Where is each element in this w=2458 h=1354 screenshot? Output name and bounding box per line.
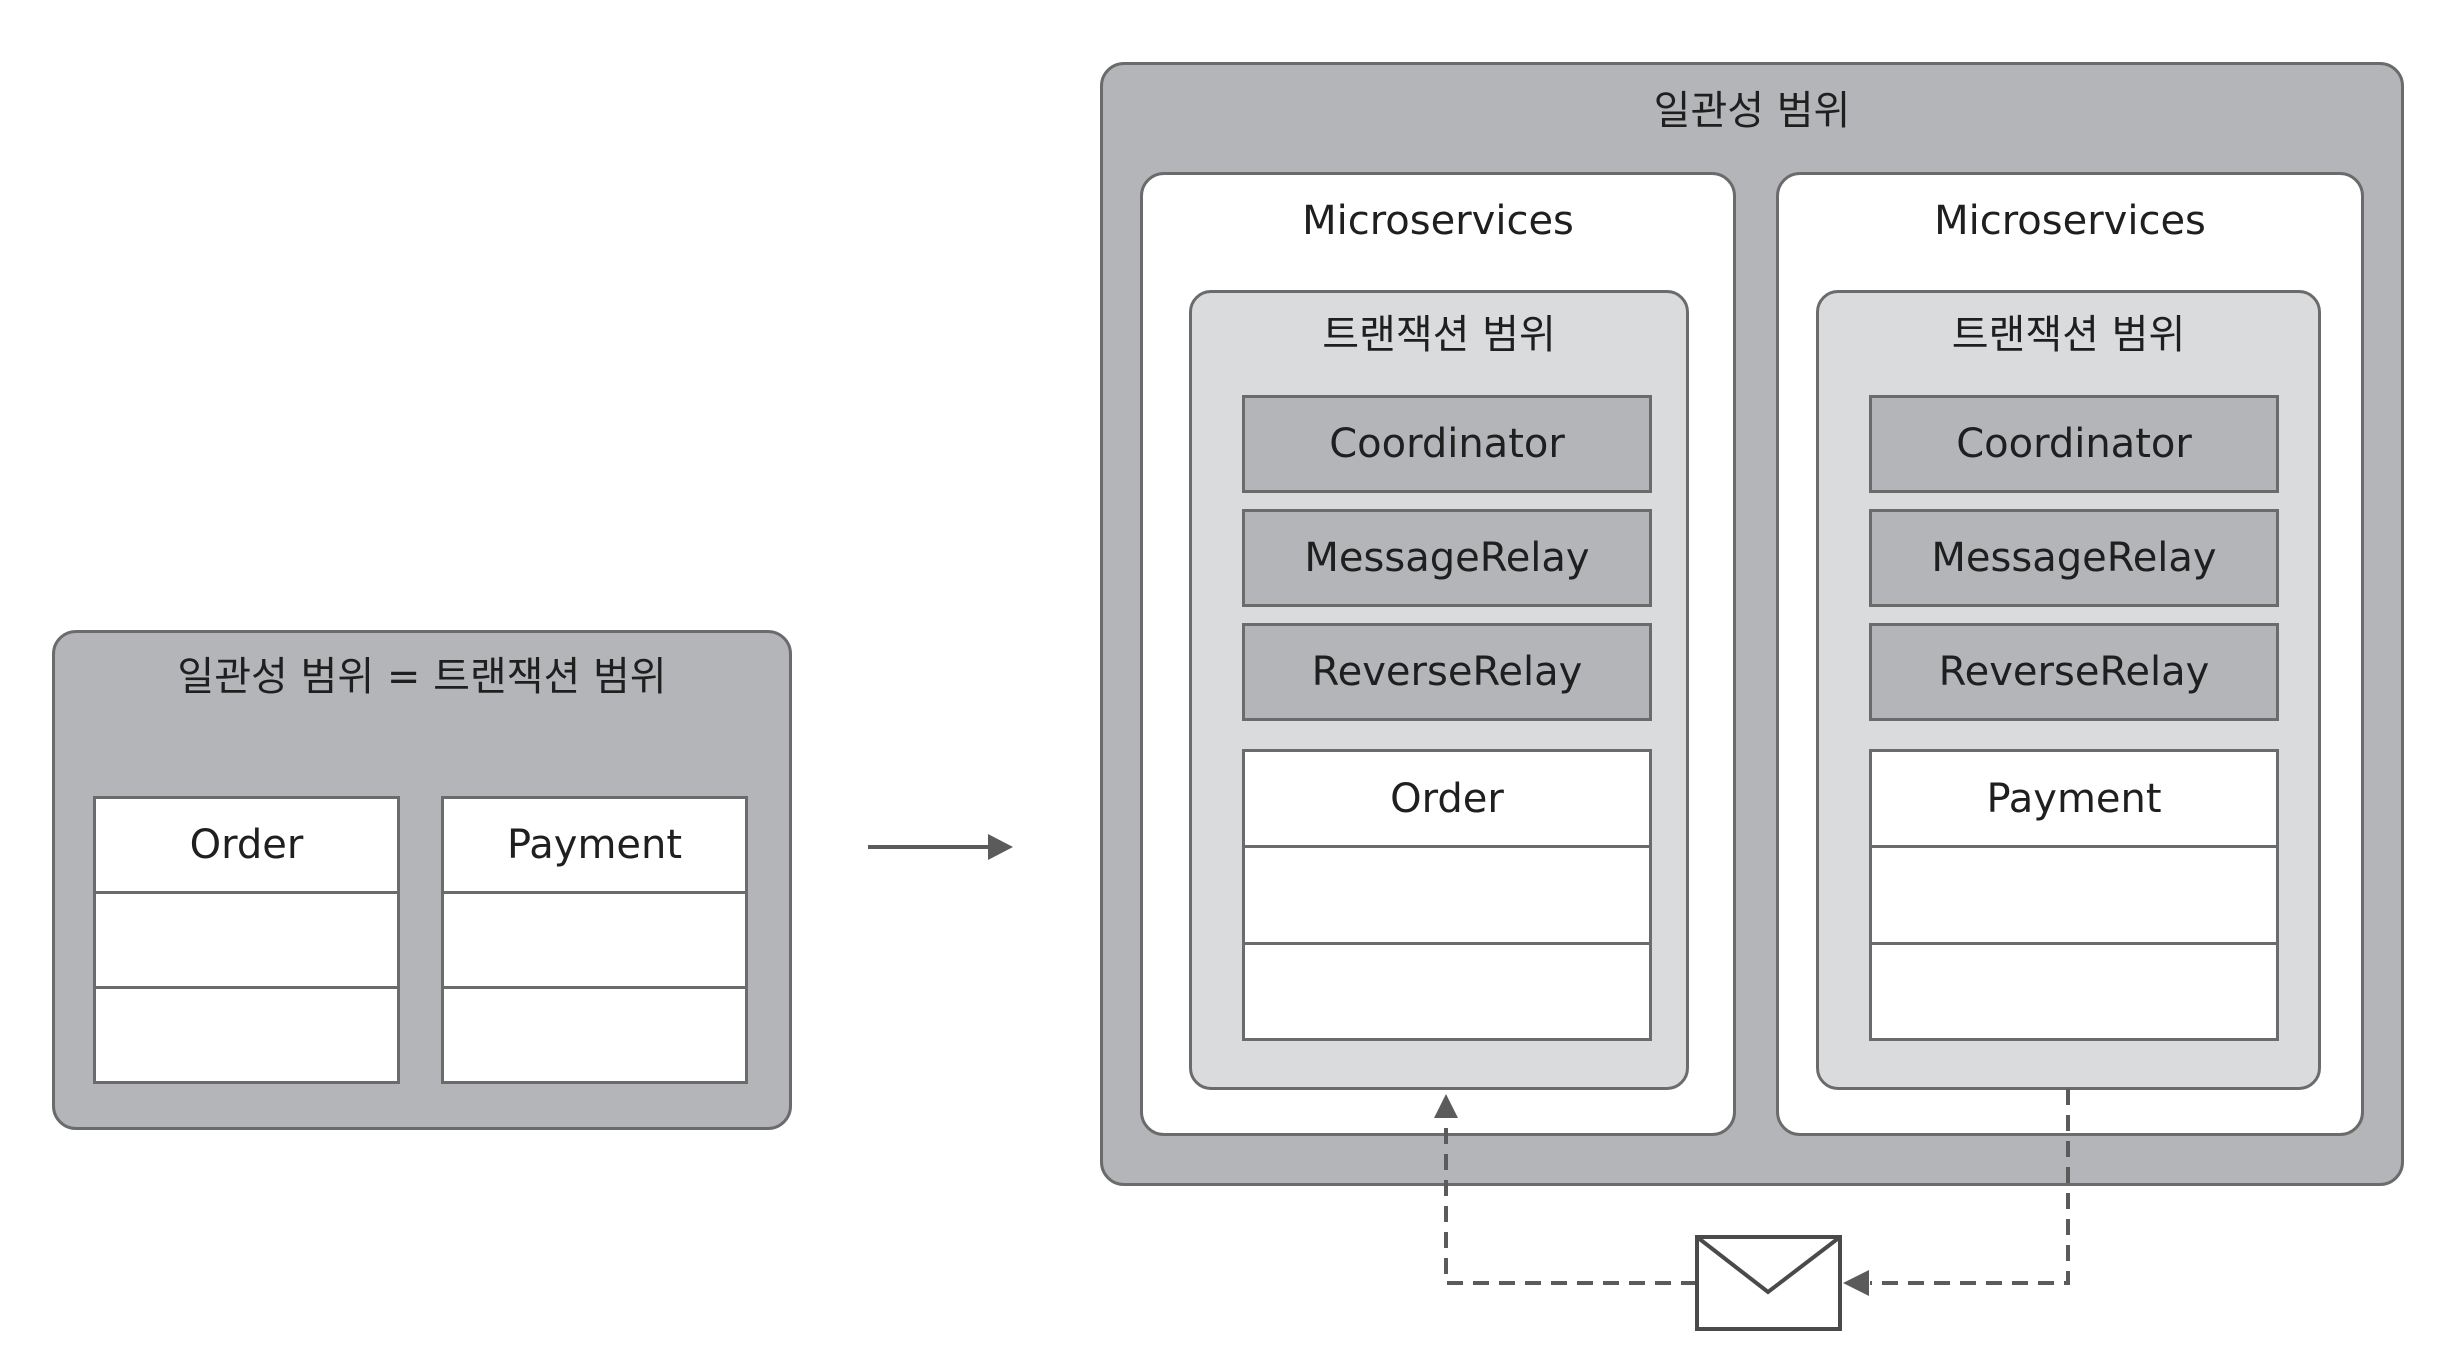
order-table-row	[1245, 848, 1649, 945]
arrow-left-icon	[1843, 1270, 1869, 1296]
microservice-title: Microservices	[1302, 198, 1574, 244]
microservice-title: Microservices	[1934, 198, 2206, 244]
payment-table: Payment	[1869, 749, 2279, 1041]
left-consistency-scope: 일관성 범위 = 트랜잭션 범위 Order Payment	[52, 630, 792, 1130]
message-flow-dashed	[1444, 1089, 2070, 1285]
envelope-icon	[1695, 1235, 1842, 1331]
microservice-order: Microservices 트랜잭션 범위 Coordinator Messag…	[1140, 172, 1736, 1136]
microservice-payment: Microservices 트랜잭션 범위 Coordinator Messag…	[1776, 172, 2364, 1136]
payment-table-row	[444, 894, 745, 989]
transaction-scope-order: 트랜잭션 범위 Coordinator MessageRelay Reverse…	[1189, 290, 1689, 1090]
order-table-header: Order	[1245, 752, 1649, 849]
left-scope-title: 일관성 범위 = 트랜잭션 범위	[177, 654, 667, 700]
payment-table-row	[1872, 848, 2276, 945]
transaction-scope-payment: 트랜잭션 범위 Coordinator MessageRelay Reverse…	[1816, 290, 2321, 1090]
transaction-scope-title: 트랜잭션 범위	[1322, 312, 1556, 358]
order-table: Order	[93, 796, 400, 1084]
coordinator-box: Coordinator	[1242, 395, 1652, 493]
order-table-header: Order	[96, 799, 397, 894]
reverse-relay-box: ReverseRelay	[1869, 623, 2279, 721]
arrow-right-icon	[868, 834, 1013, 860]
arrow-up-icon	[1434, 1094, 1458, 1118]
payment-table: Payment	[441, 796, 748, 1084]
payment-table-header: Payment	[444, 799, 745, 894]
message-relay-box: MessageRelay	[1869, 509, 2279, 607]
order-table-row	[96, 894, 397, 989]
transaction-scope-title: 트랜잭션 범위	[1951, 312, 2186, 358]
payment-table-header: Payment	[1872, 752, 2276, 849]
message-relay-box: MessageRelay	[1242, 509, 1652, 607]
coordinator-box: Coordinator	[1869, 395, 2279, 493]
right-scope-title: 일관성 범위	[1653, 88, 1851, 134]
reverse-relay-box: ReverseRelay	[1242, 623, 1652, 721]
order-table: Order	[1242, 749, 1652, 1041]
